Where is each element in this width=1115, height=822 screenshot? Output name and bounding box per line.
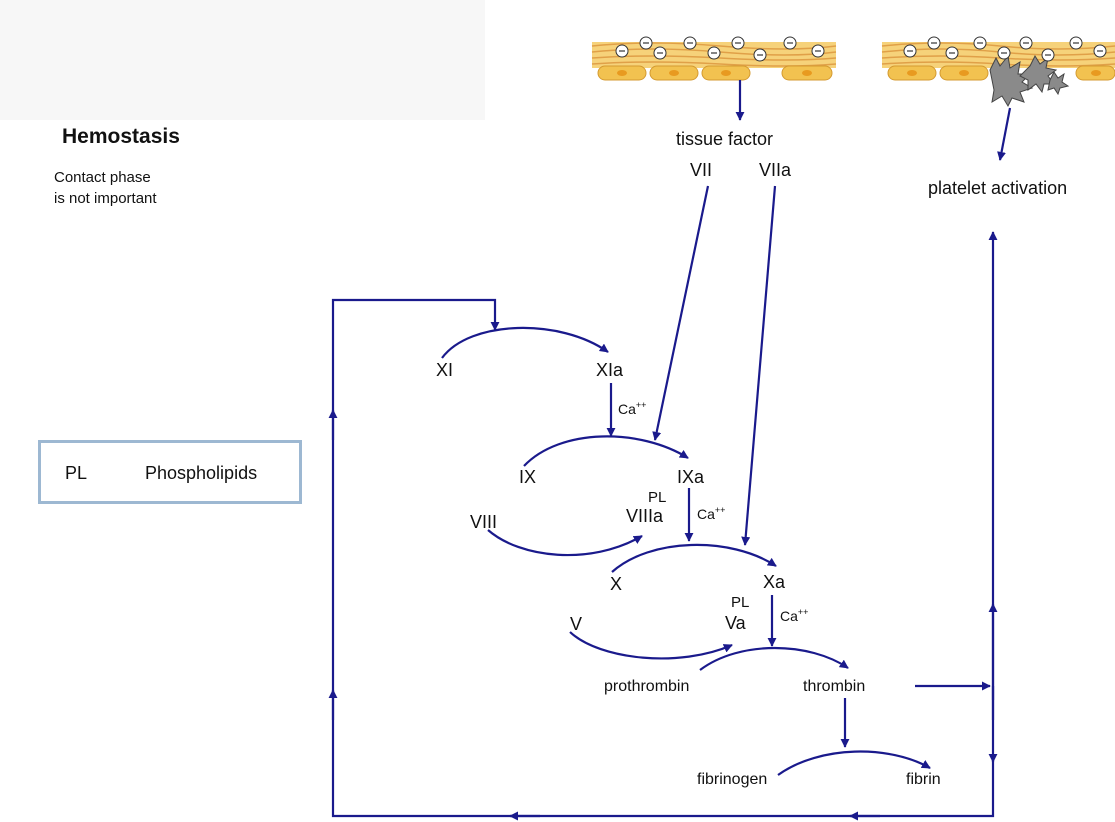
factor-viia-label: VIIa — [759, 160, 792, 180]
note-line-1: Contact phase — [54, 169, 151, 186]
phospholipid-label-2: PL — [731, 594, 750, 611]
factor-xi-label: XI — [436, 360, 454, 380]
factor-x-label: X — [610, 574, 623, 594]
arrow-fibrinogen-to-fibrin — [777, 750, 931, 776]
arrow-v-to-va — [569, 631, 733, 660]
note-line-2: is not important — [54, 190, 157, 207]
factor-viiia-label: VIIIa — [626, 506, 664, 526]
factor-ix-label: IX — [519, 467, 537, 487]
arrow-viia-to-xa — [741, 185, 777, 546]
factor-viii-label: VIII — [470, 512, 498, 532]
legend-abbreviation: PL — [65, 463, 88, 483]
factor-v-label: V — [570, 614, 583, 634]
arrow-platelets-to-activation — [997, 107, 1012, 161]
factor-xa-label: Xa — [763, 572, 786, 592]
page-title: Hemostasis — [62, 125, 180, 148]
phospholipid-label-1: PL — [648, 489, 667, 506]
prothrombin-label: prothrombin — [604, 678, 690, 695]
fibrin-label: fibrin — [906, 771, 941, 788]
arrow-x-to-xa — [611, 543, 777, 573]
factor-va-label: Va — [725, 613, 746, 633]
thrombin-label: thrombin — [803, 678, 866, 695]
feedback-line-bottom — [331, 298, 995, 818]
tissue-factor-label: tissue factor — [676, 129, 774, 149]
legend-box: PL Phospholipids — [38, 440, 302, 504]
background-panel — [0, 0, 485, 120]
factor-xia-label: XIa — [596, 360, 624, 380]
legend-definition: Phospholipids — [145, 463, 258, 483]
platelet-activation-label: platelet activation — [928, 178, 1068, 198]
arrow-prothrombin-to-thrombin — [699, 647, 849, 671]
vessel-wall-illustration — [591, 36, 837, 81]
arrow-viii-to-viiia — [487, 529, 643, 557]
calcium-label-2: Ca++ — [697, 505, 726, 522]
calcium-label-1: Ca++ — [618, 400, 647, 417]
arrow-ix-to-ixa — [523, 435, 689, 467]
factor-vii-label: VII — [690, 160, 713, 180]
factor-ixa-label: IXa — [677, 467, 705, 487]
arrow-vii-to-ixa — [652, 185, 710, 441]
arrow-xi-to-xia — [441, 326, 609, 359]
fibrinogen-label: fibrinogen — [697, 771, 768, 788]
platelet-cluster — [989, 54, 1070, 108]
injured-vessel-illustration — [881, 36, 1115, 108]
calcium-label-3: Ca++ — [780, 607, 809, 624]
